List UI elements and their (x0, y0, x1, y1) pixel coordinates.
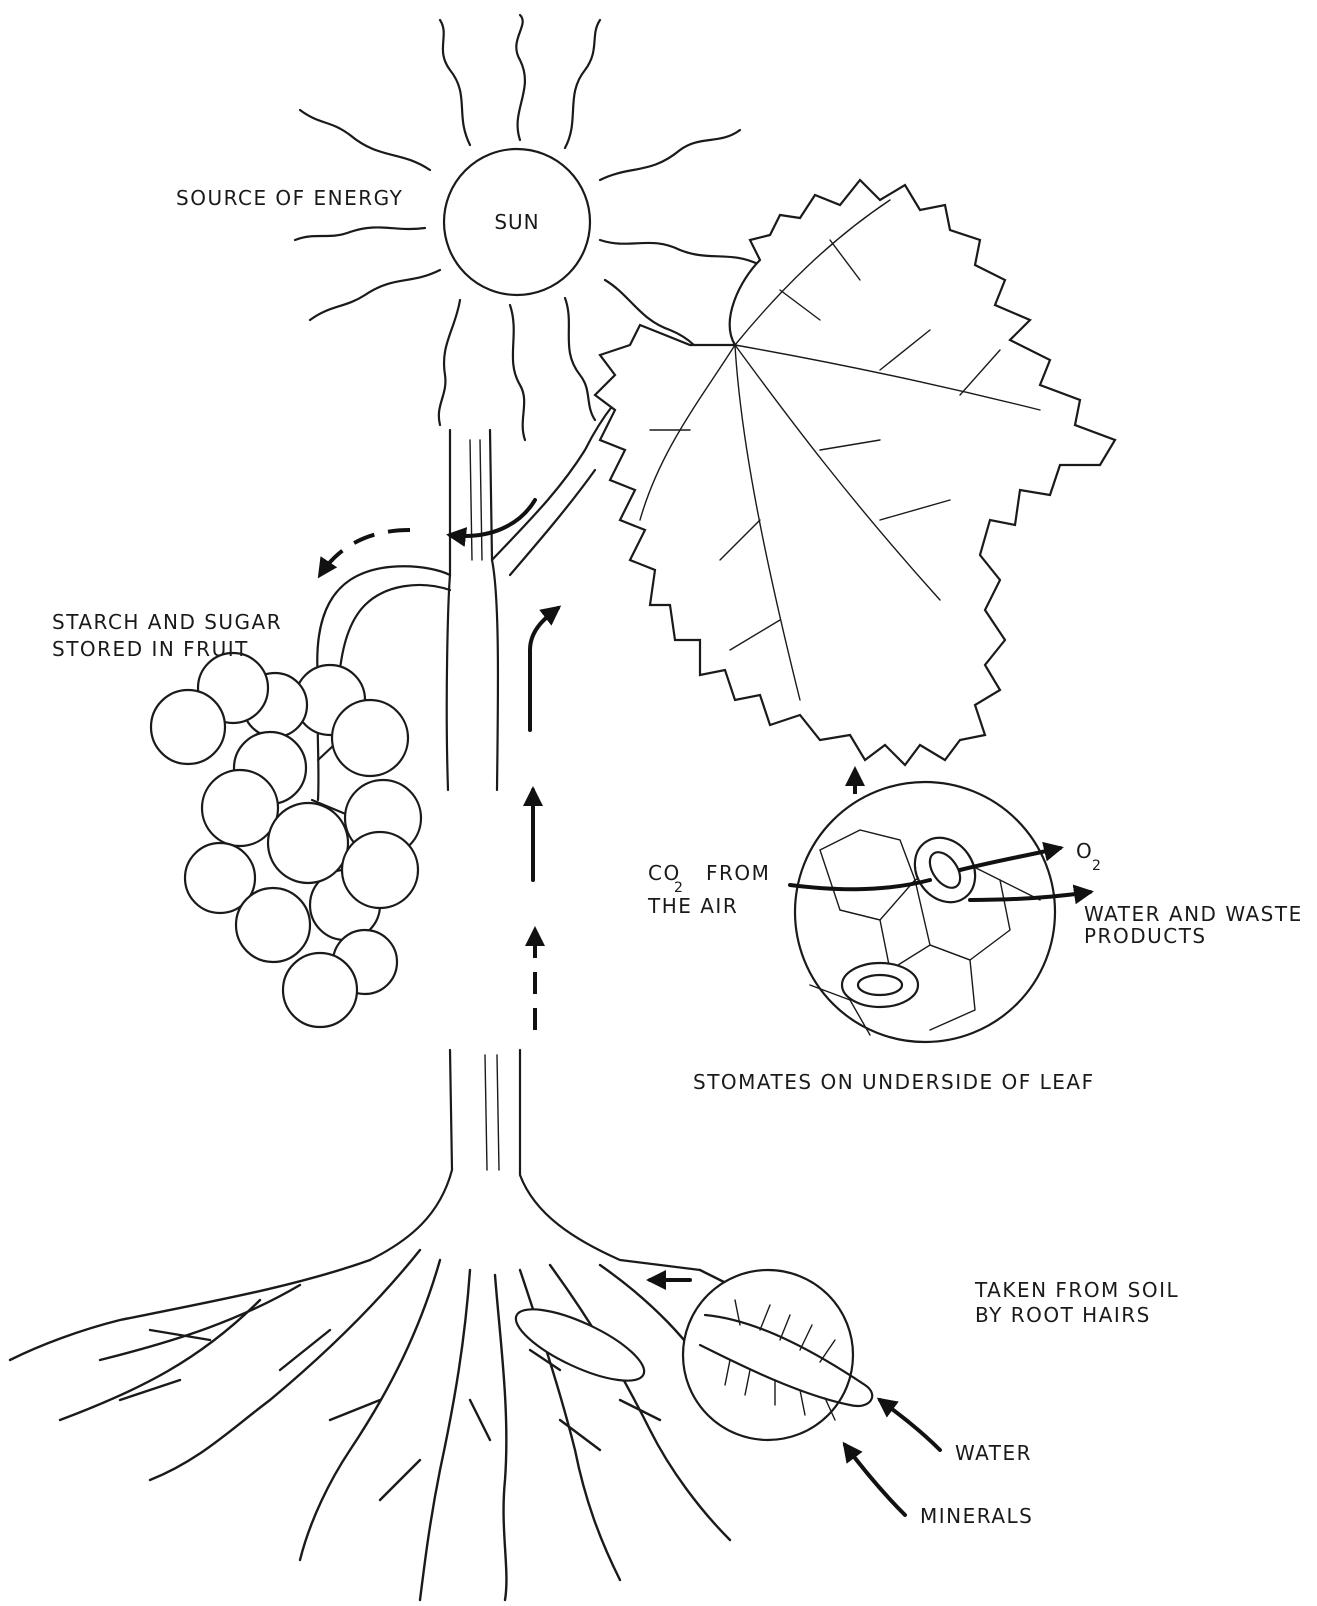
the-air-label: THE AIR (647, 894, 738, 918)
stomates-label: STOMATES ON UNDERSIDE OF LEAF (693, 1070, 1095, 1094)
o2-label: O 2 (1076, 839, 1102, 874)
grape-cluster (151, 653, 421, 1027)
svg-text:2: 2 (1092, 858, 1102, 874)
root-hair-inset (683, 1270, 872, 1440)
starch-label-line1: STARCH AND SUGAR (52, 610, 282, 634)
sugar-flow-arrow (320, 500, 535, 575)
water-waste-label-line2: PRODUCTS (1084, 924, 1207, 948)
grape-leaf (595, 180, 1115, 765)
water-waste-label-line1: WATER AND WASTE (1084, 902, 1303, 926)
water-arrow (880, 1400, 940, 1450)
svg-text:FROM: FROM (706, 861, 770, 885)
root-system (10, 1250, 760, 1600)
taken-label-line1: TAKEN FROM SOIL (974, 1278, 1179, 1302)
minerals-label: MINERALS (920, 1504, 1033, 1528)
taken-label-line2: BY ROOT HAIRS (975, 1303, 1151, 1327)
source-of-energy-label: SOURCE OF ENERGY (176, 186, 403, 210)
svg-text:O: O (1076, 839, 1093, 863)
starch-label-line2: STORED IN FRUIT (52, 637, 249, 661)
water-up-arrow (530, 608, 558, 1030)
stomates-inset (795, 782, 1055, 1042)
sun-label: SUN (494, 210, 539, 234)
co2-label: CO 2 FROM (648, 861, 770, 896)
water-label: WATER (955, 1441, 1032, 1465)
minerals-arrow (845, 1445, 905, 1515)
